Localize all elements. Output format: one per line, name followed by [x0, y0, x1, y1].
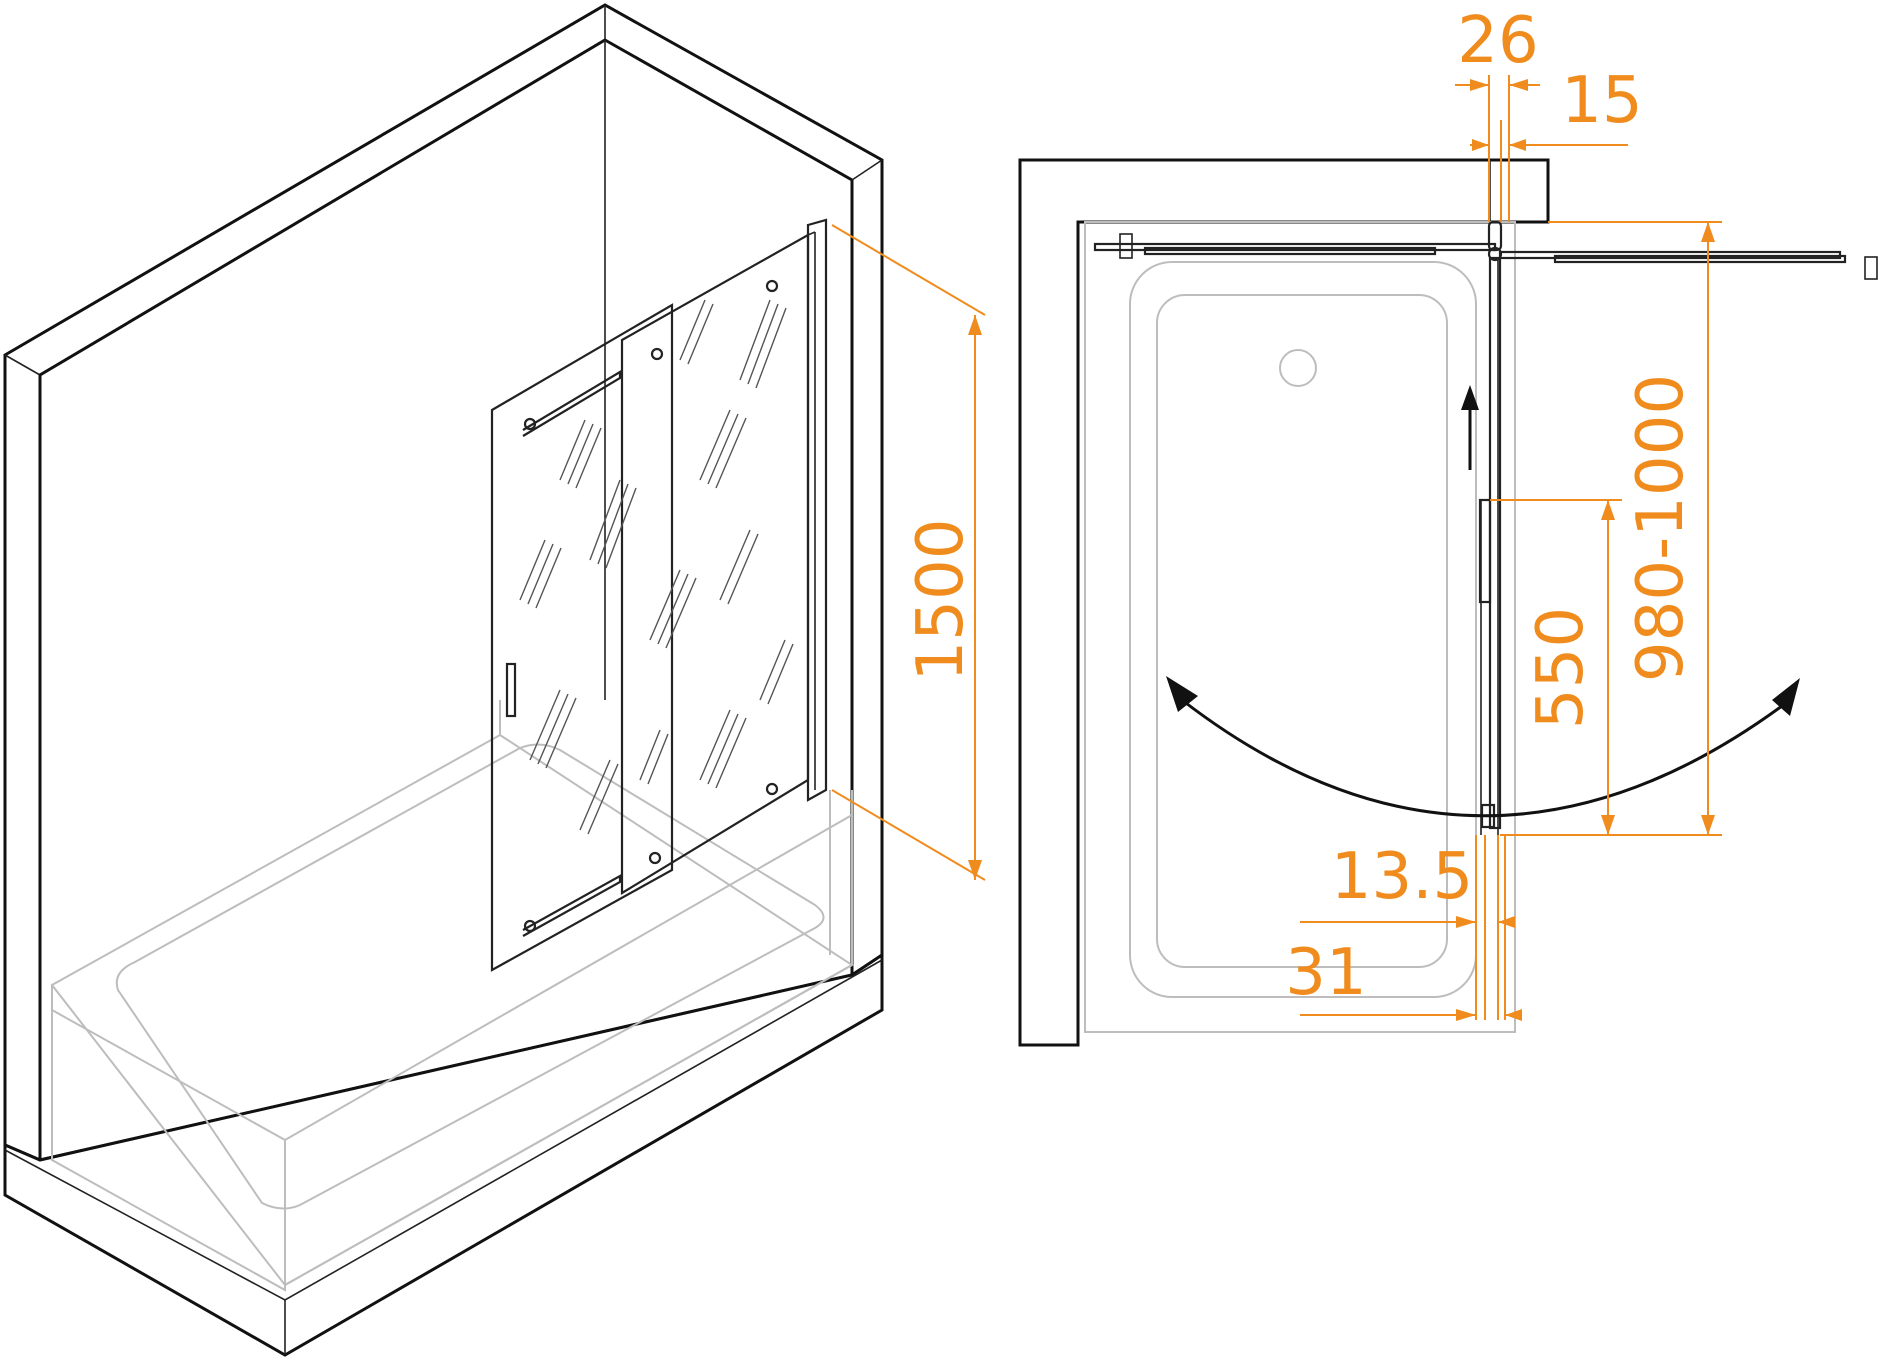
height-label: 1500 — [904, 519, 978, 682]
glass-screen — [490, 218, 828, 972]
profile-a-label: 13.5 — [1331, 840, 1474, 914]
top-width-label: 26 — [1457, 4, 1538, 78]
back-wall — [38, 38, 883, 1162]
profile-b-label: 31 — [1285, 936, 1366, 1010]
panel-label: 550 — [1524, 607, 1598, 729]
profile-dimensions: 13.5 31 — [1285, 835, 1522, 1021]
swing-arc — [1166, 385, 1800, 818]
top-gap-label: 15 — [1561, 64, 1642, 138]
screen-plan — [1093, 220, 1878, 835]
bathtub-plan — [1084, 221, 1516, 1033]
bathtub-isometric — [50, 700, 854, 1292]
height-dimension: 1500 — [831, 224, 986, 881]
drain-icon — [1279, 349, 1317, 387]
span-dimension: 980-1000 — [1500, 221, 1722, 836]
isometric-view: 1500 — [3, 3, 986, 1357]
top-dimensions: 26 15 — [1455, 4, 1643, 222]
plan-view: 26 15 980-1000 550 — [1018, 4, 1878, 1047]
panel-dimension: 550 — [1490, 499, 1622, 835]
glass-reflection-streaks — [519, 299, 794, 835]
span-label: 980-1000 — [1624, 374, 1698, 682]
